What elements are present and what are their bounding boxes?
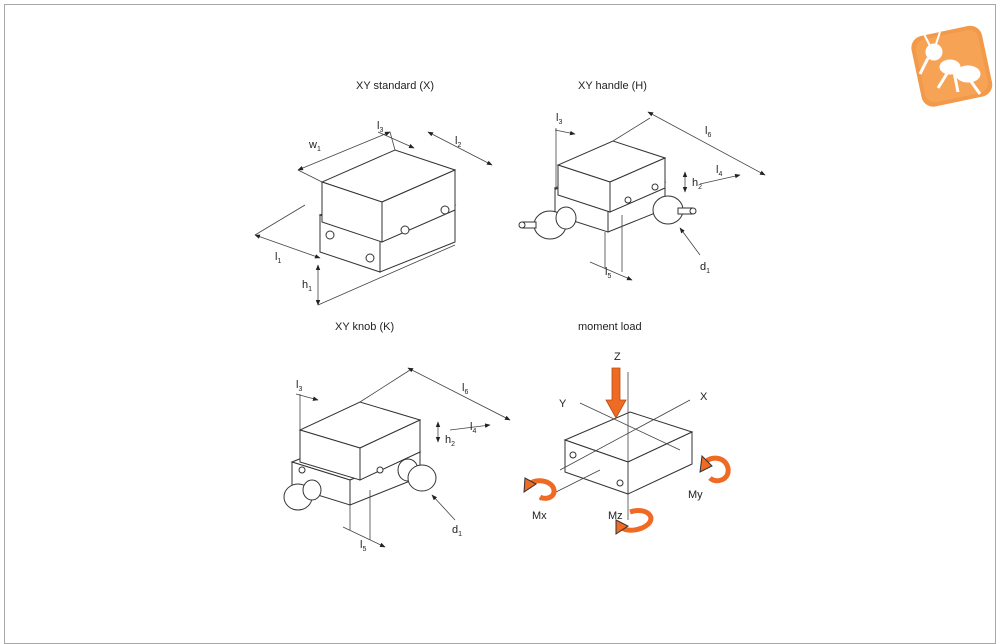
standard-dimensions xyxy=(254,131,493,306)
xy-knob-drawing: l3 l6 h2 l4 l5 d1 xyxy=(283,367,511,553)
ant-logo-icon xyxy=(911,25,993,107)
diagram-frame xyxy=(4,4,996,644)
label-l1: l1 xyxy=(275,251,281,265)
standard-labels: w1 l3 l2 l1 h1 xyxy=(275,120,461,293)
label-w1: w1 xyxy=(308,139,321,153)
label-handle-h2: h2 xyxy=(692,177,702,191)
label-handle-l3: l3 xyxy=(556,112,562,126)
label-mx: Mx xyxy=(532,510,547,522)
xy-handle-drawing: l3 l6 h2 l4 l5 d1 xyxy=(518,111,766,281)
label-handle-l6: l6 xyxy=(705,125,711,139)
label-mz: Mz xyxy=(608,510,623,522)
knob-labels: l3 l6 h2 l4 l5 d1 xyxy=(296,379,476,553)
handle-knob-left xyxy=(518,206,577,240)
label-handle-l5: l5 xyxy=(605,266,611,280)
my-arrowhead xyxy=(699,454,713,473)
label-knob-h2: h2 xyxy=(445,434,455,448)
xy-standard-drawing: w1 l3 l2 l1 h1 xyxy=(254,120,493,306)
label-x: X xyxy=(700,391,708,403)
handle-dimensions xyxy=(554,111,766,281)
label-y: Y xyxy=(559,398,567,410)
z-force-arrow xyxy=(605,367,627,419)
my-moment-arrow xyxy=(702,455,731,484)
label-h1: h1 xyxy=(302,279,312,293)
label-knob-l3: l3 xyxy=(296,379,302,393)
standard-upper-stage xyxy=(320,149,457,243)
label-handle-l4: l4 xyxy=(716,164,722,178)
moment-stage xyxy=(563,411,694,495)
moment-load-drawing: Z X Y Mx My Mz xyxy=(523,351,731,535)
title-moment-load: moment load xyxy=(578,321,642,333)
title-xy-knob: XY knob (K) xyxy=(335,321,395,333)
knob-knob-right xyxy=(397,458,437,492)
label-knob-d1: d1 xyxy=(452,524,462,538)
label-l2: l2 xyxy=(455,135,461,149)
knob-upper-stage xyxy=(298,401,422,481)
label-my: My xyxy=(688,489,703,501)
title-xy-handle: XY handle (H) xyxy=(578,80,647,92)
drawings-canvas: w1 l3 l2 l1 h1 xyxy=(254,111,766,553)
knob-knob-left xyxy=(283,479,322,511)
moment-labels: Z X Y Mx My Mz xyxy=(532,351,708,522)
handle-labels: l3 l6 h2 l4 l5 d1 xyxy=(556,112,722,280)
label-z: Z xyxy=(614,351,621,363)
label-knob-l4: l4 xyxy=(470,421,476,435)
title-xy-standard: XY standard (X) xyxy=(356,80,435,92)
moment-axes xyxy=(539,372,691,520)
label-knob-l5: l5 xyxy=(360,539,366,553)
mz-arrowhead xyxy=(615,519,629,535)
label-knob-l6: l6 xyxy=(462,382,468,396)
label-l3: l3 xyxy=(377,120,383,134)
knob-dimensions xyxy=(295,367,511,548)
label-handle-d1: d1 xyxy=(700,261,710,275)
handle-knob-right xyxy=(652,195,697,225)
mx-arrowhead xyxy=(523,477,537,493)
